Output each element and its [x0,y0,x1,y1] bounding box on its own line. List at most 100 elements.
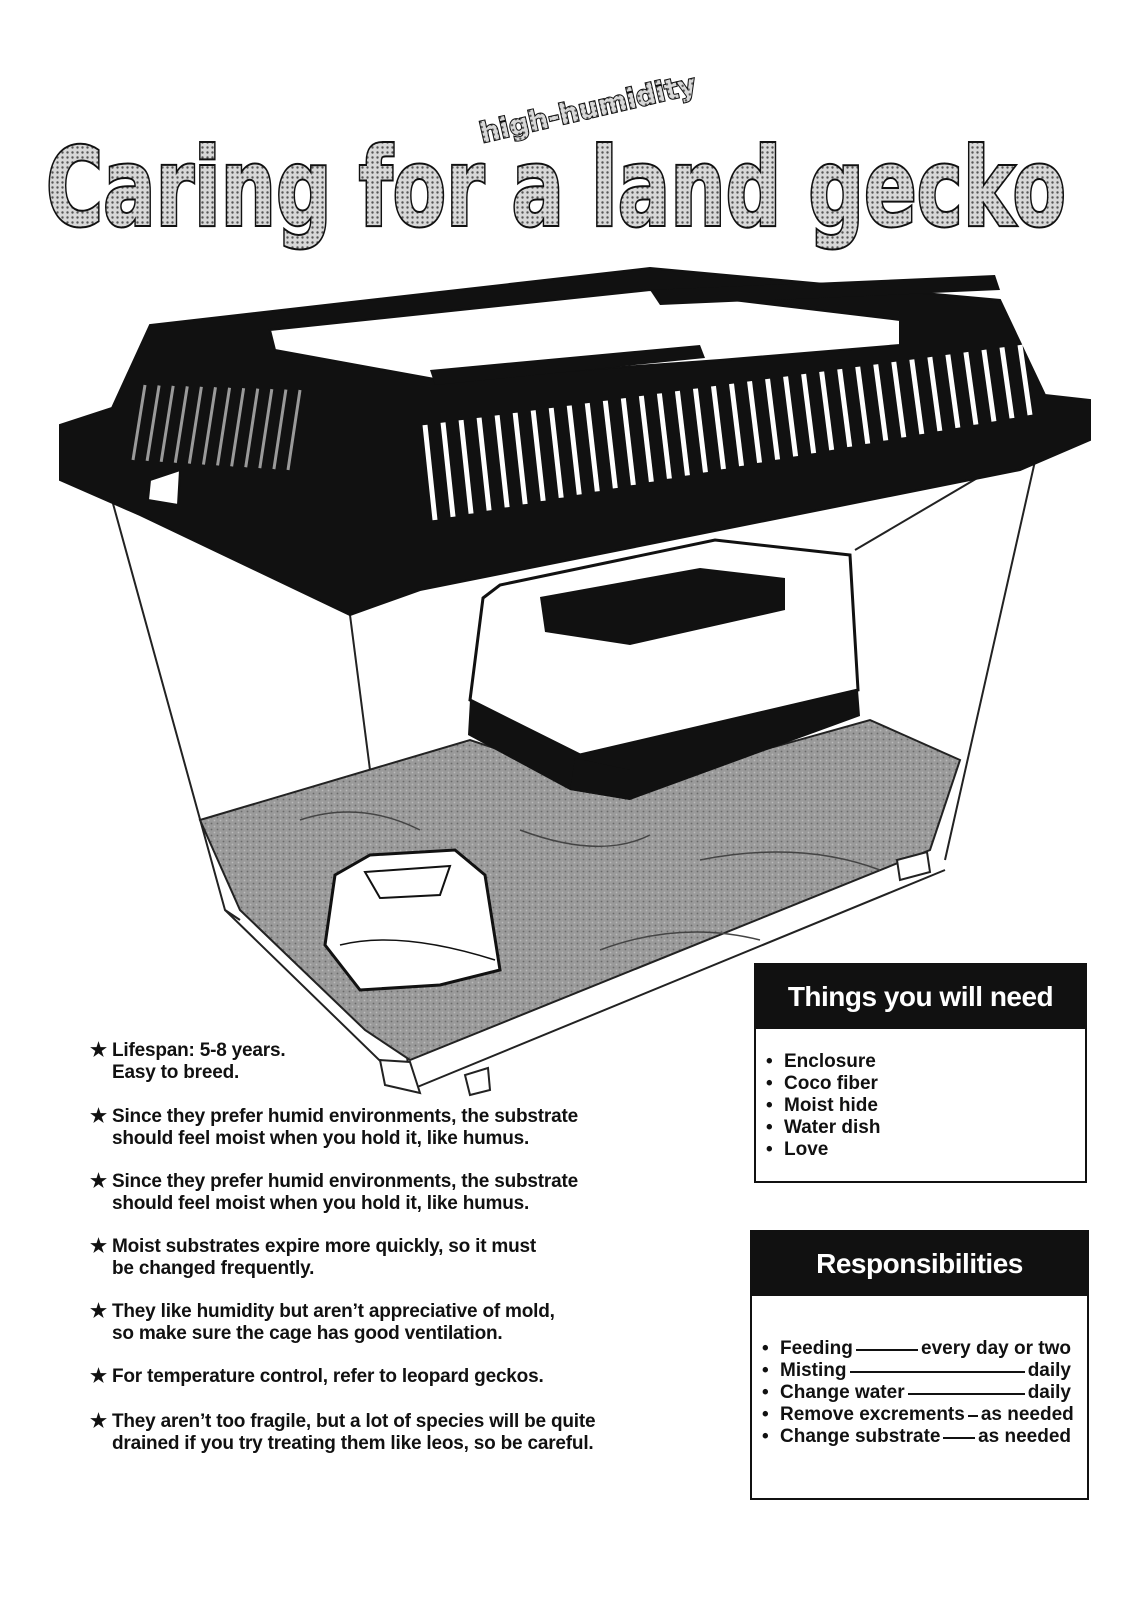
vent-slot [729,383,744,467]
leader-line [849,1371,1025,1373]
vent-slot [272,389,288,470]
moist-hide [468,538,860,800]
tip-line: Lifespan: 5-8 years. [112,1040,286,1061]
tip-line: For temperature control, refer to leopar… [112,1366,544,1387]
tip-item: ★ Since they prefer humid environments, … [90,1106,690,1150]
vent-slot [458,419,474,514]
leader-line [855,1349,919,1351]
bullet-icon: • [766,1117,773,1138]
tip-line: should feel moist when you hold it, like… [112,1128,530,1149]
vent-slot [476,417,492,511]
task-label: Misting [780,1360,847,1381]
vent-slot [201,387,217,465]
vent-slot [692,388,708,473]
vent-slot [873,364,889,441]
leader-line [943,1437,976,1439]
vent-slot [747,381,763,464]
vent-slot [512,412,528,505]
vent-slot [258,388,274,469]
tip-line: Since they prefer humid environments, th… [112,1106,578,1127]
things-needed-list: • Enclosure • Coco fiber • Moist hide • Wate… [756,1029,1085,1161]
vent-slot [963,351,979,425]
task-label: Change water [780,1382,905,1403]
tip-line: should feel moist when you hold it, like… [112,1193,530,1214]
vent-slot [584,402,600,492]
star-icon: ★ [90,1106,107,1127]
tip-line: be changed frequently. [112,1258,315,1279]
vent-slot [855,366,871,444]
vent-slot [494,415,510,508]
bullet-icon: • [762,1382,769,1403]
star-icon: ★ [90,1236,107,1257]
tip-item: ★ Moist substrates expire more quickly, … [90,1236,690,1280]
tip-item: ★ They like humidity but aren’t apprecia… [90,1301,690,1345]
leader-line [907,1393,1025,1395]
list-item: • Moist hide [762,1095,1085,1117]
vent-slot [711,385,726,470]
tip-line: so make sure the cage has good ventilati… [112,1323,503,1344]
water-dish [323,848,502,992]
tip-item: ★ Lifespan: 5-8 years. Easy to breed. [90,1040,690,1084]
list-item: • Water dish [762,1117,1085,1139]
vent-slot [173,386,189,463]
tip-line: Moist substrates expire more quickly, so… [112,1236,537,1257]
star-icon: ★ [90,1171,107,1192]
vent-slot [602,400,618,489]
vent-slot [440,422,456,518]
tip-line: Easy to breed. [112,1062,240,1083]
list-item: • Enclosure [762,1051,1085,1073]
vent-slot [945,354,961,429]
vent-slot [638,395,654,483]
page-title: Caring for a land gecko [46,126,1066,251]
bullet-icon: • [762,1338,769,1359]
tip-item: ★ Since they prefer humid environments, … [90,1171,690,1215]
vent-slot [216,387,232,466]
vent-slot [837,368,853,448]
tip-line: drained if you try treating them like le… [112,1433,594,1454]
vent-slot [981,349,997,422]
vent-slot [230,387,246,467]
tank-feet [378,850,932,1097]
tips-list: ★ Lifespan: 5-8 years. Easy to breed. ★ … [90,1040,690,1455]
responsibilities-heading: Responsibilities [752,1232,1087,1296]
vent-slot [530,410,546,502]
tip-line: Since they prefer humid environments, th… [112,1171,578,1192]
vent-slot [187,386,203,464]
star-icon: ★ [90,1411,107,1432]
frequency-label: daily [1027,1360,1071,1381]
bullet-icon: • [766,1051,773,1072]
vent-slot [927,356,943,432]
vent-slot [891,361,907,438]
vent-slot [909,359,925,435]
things-needed-heading: Things you will need [756,965,1085,1029]
item-label: Enclosure [784,1051,876,1072]
item-label: Coco fiber [784,1073,878,1094]
list-item: • Coco fiber [762,1073,1085,1095]
bullet-icon: • [762,1404,769,1425]
bullet-icon: • [766,1073,773,1094]
vent-slot [999,347,1015,419]
vent-slot [1017,344,1033,416]
bullet-icon: • [766,1095,773,1116]
bullet-icon: • [762,1360,769,1381]
tip-item: ★ They aren’t too fragile, but a lot of … [90,1411,690,1455]
leader-line [967,1415,978,1417]
item-label: Moist hide [784,1095,878,1116]
vent-slot [656,393,672,479]
star-icon: ★ [90,1040,107,1061]
vent-slot [801,373,817,454]
list-item: •Love [762,1139,1085,1161]
vent-slot [819,371,835,451]
vent-slot [131,384,147,461]
title-area: high-humidity Caring for a land gecko [44,67,1068,253]
item-label: Water dish [784,1117,881,1138]
vent-slot [286,389,302,471]
task-label: Feeding [780,1338,853,1359]
